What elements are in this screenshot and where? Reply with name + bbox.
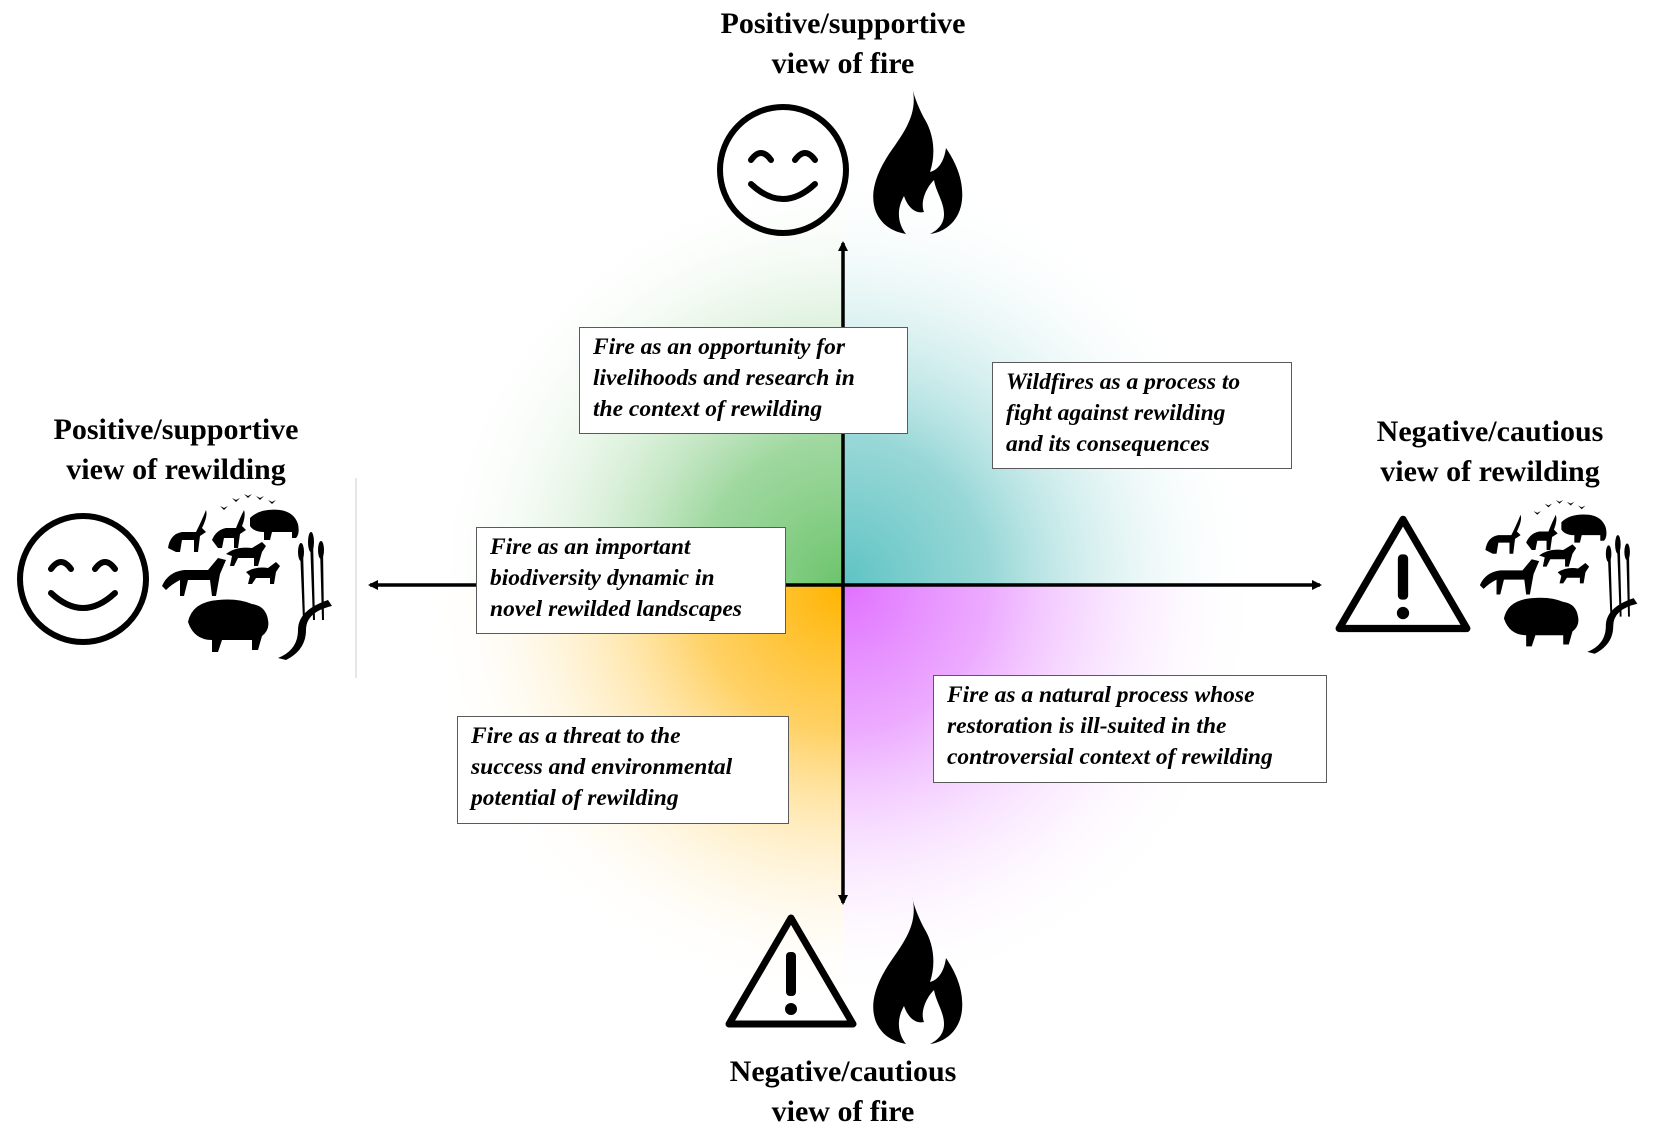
axis-title-right-line1: Negative/cautious	[1376, 415, 1604, 448]
quadrant-text-line: Wildfires as a process to	[1006, 369, 1241, 395]
axis-title-left: Positive/supportive view of rewilding	[16, 410, 336, 490]
axis-title-top: Positive/supportive view of fire	[693, 4, 993, 84]
warning-icon	[725, 914, 857, 1028]
axis-title-right-line2: view of rewilding	[1380, 455, 1600, 488]
quadrant-text-line: restoration is ill-suited in the	[947, 713, 1227, 739]
quadrant-text-line: the context of rewilding	[593, 396, 823, 422]
quadrant-text-line: controversial context of rewilding	[947, 744, 1273, 770]
quadrant-box-bottom-right: Fire as a natural process whose restorat…	[933, 675, 1327, 783]
fire-icon	[873, 86, 963, 234]
quadrant-text-line: and its consequences	[1006, 431, 1210, 457]
quadrant-text-line: potential of rewilding	[471, 785, 679, 811]
axis-title-left-line1: Positive/supportive	[53, 413, 299, 446]
quadrant-box-bottom-left: Fire as a threat to the success and envi…	[457, 716, 789, 824]
quadrant-text-line: biodiversity dynamic in	[490, 565, 715, 591]
axis-title-right: Negative/cautious view of rewilding	[1330, 412, 1650, 492]
quadrant-text-line: Fire as an important	[490, 534, 691, 560]
quadrant-text-line: livelihoods and research in	[593, 365, 855, 391]
quadrant-box-top-left: Fire as an opportunity for livelihoods a…	[579, 327, 908, 434]
axis-title-top-line2: view of fire	[771, 47, 915, 80]
smiley-icon	[17, 513, 149, 645]
axis-title-top-line1: Positive/supportive	[720, 7, 966, 40]
wildlife-icon	[162, 494, 332, 660]
axis-title-bottom-line1: Negative/cautious	[729, 1055, 957, 1088]
axis-title-left-line2: view of rewilding	[66, 453, 286, 486]
warning-icon	[1335, 515, 1471, 633]
quadrant-text-line: novel rewilded landscapes	[490, 596, 742, 622]
quadrant-text-line: Fire as a threat to the	[471, 723, 681, 749]
quadrant-text-line: success and environmental	[471, 754, 733, 780]
smiley-icon	[717, 104, 849, 236]
wildlife-icon	[1479, 499, 1638, 654]
fire-icon	[873, 896, 963, 1044]
axis-title-bottom: Negative/cautious view of fire	[693, 1052, 993, 1132]
axis-title-bottom-line2: view of fire	[771, 1095, 915, 1128]
quadrant-box-top-right: Wildfires as a process to fight against …	[992, 362, 1292, 469]
quadrant-text-line: Fire as an opportunity for	[593, 334, 846, 360]
quadrant-text-line: fight against rewilding	[1006, 400, 1226, 426]
quadrant-box-center-left: Fire as an important biodiversity dynami…	[476, 527, 786, 634]
quadrant-text-line: Fire as a natural process whose	[947, 682, 1255, 708]
